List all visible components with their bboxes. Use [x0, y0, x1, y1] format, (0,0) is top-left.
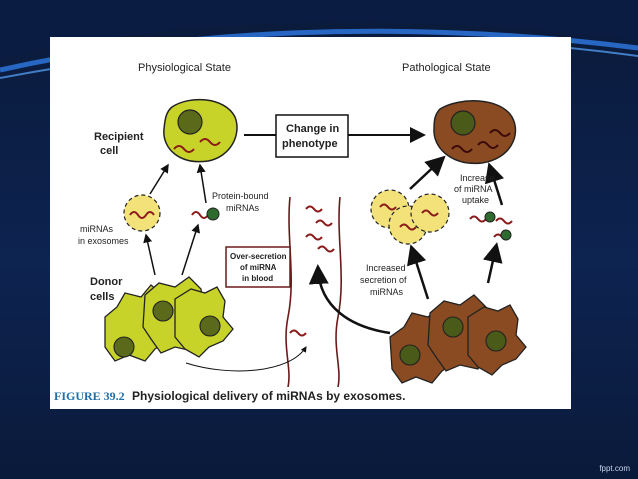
oversecretion-label-1: Over-secretion — [230, 252, 287, 261]
figure-panel: Physiological State Pathological State R… — [50, 37, 571, 409]
donor-cells-label-1: Donor — [90, 276, 123, 288]
protein-to-recipient-arrow — [200, 165, 206, 203]
exosome-to-diseased-arrow — [410, 159, 442, 189]
recipient-cell-healthy — [164, 100, 237, 162]
protein-bound-label-1: Protein-bound — [212, 191, 269, 201]
protein-bound-pathological — [470, 212, 512, 240]
recipient-cell-diseased — [434, 101, 515, 164]
oversecretion-label-2: of miRNA — [240, 263, 277, 272]
patho-donor-to-protein-arrow — [488, 247, 496, 283]
increase-uptake-label-3: uptake — [462, 195, 489, 205]
mirnas-exosomes-label-1: miRNAs — [80, 224, 113, 234]
figure-caption: FIGURE 39.2 Physiological delivery of mi… — [54, 389, 405, 404]
protein-bound-label-2: miRNAs — [226, 203, 259, 213]
exosome-healthy — [124, 195, 160, 231]
figure-number: FIGURE 39.2 — [54, 389, 125, 403]
protein-bound-mirna — [192, 208, 219, 220]
increase-uptake-label-2: of miRNA — [454, 184, 493, 194]
change-phenotype-label-1: Change in — [286, 123, 339, 135]
exosome-to-recipient-arrow — [150, 165, 168, 194]
figure-caption-text: Physiological delivery of miRNAs by exos… — [132, 389, 405, 403]
increased-secretion-label-3: miRNAs — [370, 287, 403, 297]
donor-to-exosome-arrow — [146, 235, 155, 275]
oversecretion-label-3: in blood — [242, 274, 273, 283]
mirnas-exosomes-label-2: in exosomes — [78, 236, 129, 246]
fppt-brand: fppt.com — [599, 464, 630, 473]
donor-cells-diseased — [390, 295, 526, 383]
donor-to-protein-arrow — [182, 225, 198, 275]
donor-cells-healthy — [105, 277, 233, 361]
physiological-state-title: Physiological State — [138, 62, 231, 74]
donor-cells-label-2: cells — [90, 291, 114, 303]
increased-secretion-label-1: Increased — [366, 263, 406, 273]
exosome-diagram: Physiological State Pathological State R… — [50, 37, 571, 387]
change-phenotype-label-2: phenotype — [282, 138, 338, 150]
increased-secretion-label-2: secretion of — [360, 275, 407, 285]
pathological-state-title: Pathological State — [402, 62, 491, 74]
increase-uptake-label-1: Increase — [460, 173, 495, 183]
recipient-cell-label-1: Recipient — [94, 131, 144, 143]
exosome-cluster-pathological — [371, 190, 449, 244]
change-phenotype-box — [276, 115, 348, 157]
patho-donor-to-exosome-arrow — [412, 249, 428, 299]
recipient-cell-label-2: cell — [100, 145, 118, 157]
